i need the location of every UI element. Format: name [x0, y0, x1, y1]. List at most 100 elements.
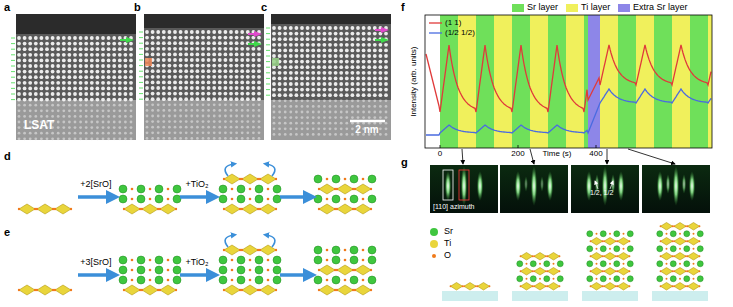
atom-column: [124, 64, 128, 68]
atom-column: [289, 65, 293, 69]
atom-column: [179, 131, 182, 134]
o-atom: [318, 208, 320, 210]
atom-column: [85, 137, 88, 140]
layer-stripe: [494, 15, 512, 148]
o-atom: [318, 289, 320, 291]
atom-column: [317, 71, 321, 75]
layer-tick: [11, 71, 15, 72]
atom-column: [258, 115, 261, 118]
atom-column: [201, 69, 205, 73]
atom-column: [345, 77, 349, 81]
atom-column: [151, 115, 154, 118]
atom-column: [300, 60, 304, 64]
atom-column: [351, 93, 355, 97]
atom-column: [168, 109, 171, 112]
atom-column: [18, 126, 21, 129]
o-atom: [629, 285, 631, 287]
layer-tick: [266, 95, 270, 96]
atom-column: [174, 126, 177, 129]
atom-column: [168, 126, 171, 129]
atom-column: [362, 82, 366, 86]
atom-column: [179, 41, 183, 45]
atom-column: [202, 115, 205, 118]
atom-column: [107, 126, 110, 129]
legend-swatch: [512, 4, 524, 12]
atom-column: [173, 53, 177, 57]
atom-column: [190, 86, 194, 90]
atom-column: [90, 75, 94, 79]
atom-column: [184, 97, 188, 101]
atom-column: [230, 115, 233, 118]
atom-column: [230, 126, 233, 129]
atom-column: [56, 70, 60, 74]
o-atom: [679, 248, 681, 250]
sr-atom: [155, 185, 163, 193]
atom-column: [367, 26, 371, 30]
atom-column: [235, 30, 239, 34]
atom-column: [112, 70, 116, 74]
atom-column: [96, 70, 100, 74]
atom-column: [334, 99, 337, 102]
atom-column: [73, 59, 77, 63]
atom-column: [317, 54, 321, 58]
panel-letter: e: [4, 226, 10, 239]
atom-column: [112, 81, 116, 85]
atom-column: [51, 59, 55, 63]
atom-column: [272, 71, 276, 75]
axis-tick: [518, 145, 519, 148]
atom-column: [190, 75, 194, 79]
atom-column: [252, 92, 256, 96]
ti-octahedron: [548, 253, 560, 261]
atom-column: [130, 109, 133, 112]
stem-image: [11, 14, 136, 140]
atom-column: [190, 103, 193, 106]
atom-column: [162, 115, 165, 118]
atom-column: [23, 81, 27, 85]
atom-column: [40, 36, 44, 40]
atom-column: [145, 47, 149, 51]
sr-atom: [173, 266, 181, 274]
atom-column: [240, 75, 244, 79]
atom-column: [112, 59, 116, 63]
atom-column: [373, 49, 377, 53]
diffraction-streak: [602, 166, 608, 206]
atom-column: [356, 60, 360, 64]
atom-column: [224, 36, 228, 40]
atom-column: [345, 37, 349, 41]
o-atom: [159, 289, 161, 291]
atom-column: [246, 97, 250, 101]
atom-column: [207, 120, 210, 123]
atom-column: [68, 109, 71, 112]
atom-column: [218, 69, 222, 73]
atom-column: [56, 53, 60, 57]
atom-column: [34, 132, 37, 135]
atom-column: [306, 37, 310, 41]
atom-column: [79, 109, 82, 112]
layer-tick: [266, 89, 270, 90]
ti-octahedron: [319, 204, 335, 214]
atom-column: [235, 58, 239, 62]
atom-column: [334, 116, 337, 119]
atom-column: [278, 26, 282, 30]
atom-column: [207, 47, 211, 51]
atom-column: [306, 82, 310, 86]
atom-column: [224, 137, 227, 140]
atom-column: [156, 53, 160, 57]
atom-column: [168, 131, 171, 134]
atom-column: [45, 64, 49, 68]
atom-column: [196, 97, 200, 101]
atom-column: [62, 70, 66, 74]
o-atom: [149, 269, 152, 272]
atom-column: [241, 103, 244, 106]
o-atom: [223, 289, 225, 291]
o-atom: [596, 278, 598, 280]
atom-column: [339, 93, 343, 97]
o-atom: [666, 263, 668, 265]
o-atom: [370, 208, 372, 210]
atom-column: [73, 47, 77, 51]
atom-column: [101, 87, 105, 91]
atom-column: [295, 65, 299, 69]
atom-column: [218, 81, 222, 85]
o-atom: [553, 278, 555, 280]
atom-column: [179, 30, 183, 34]
